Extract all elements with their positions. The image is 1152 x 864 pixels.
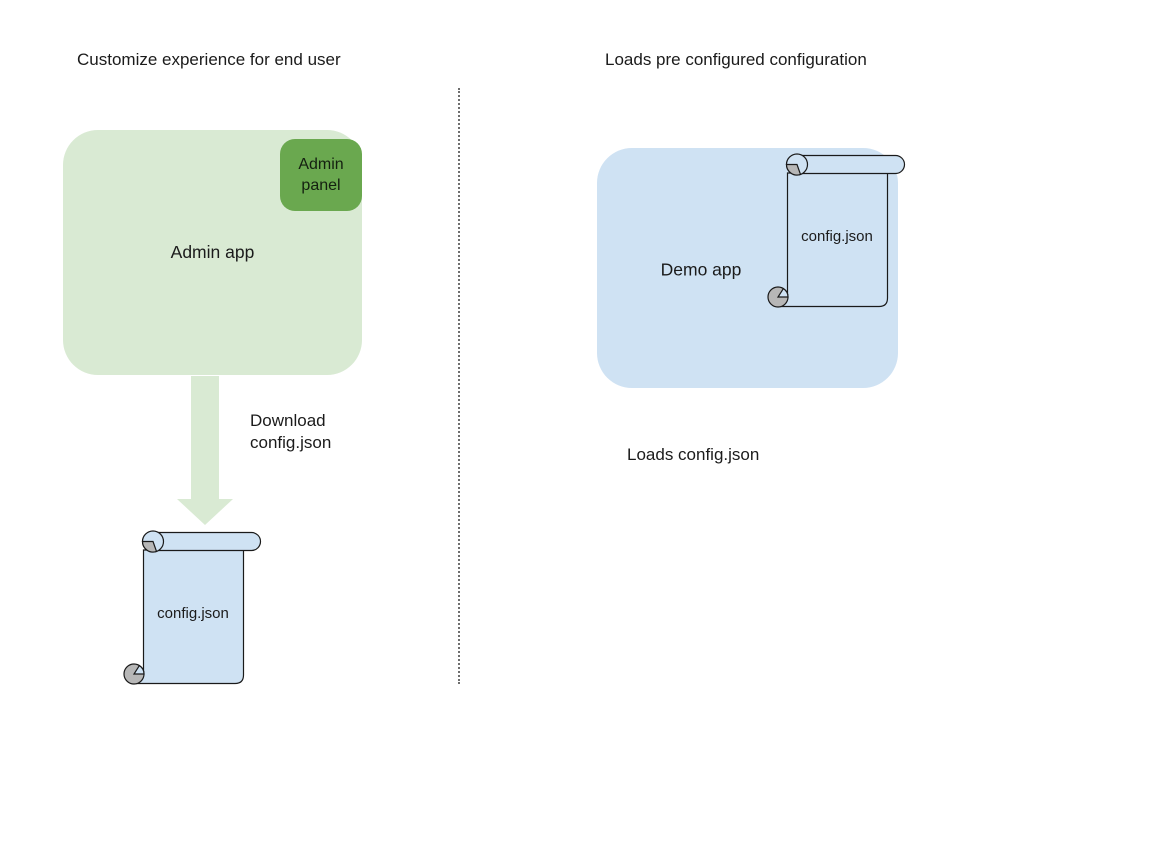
download-caption: Download config.json [250, 410, 331, 454]
config-json-label-right: config.json [801, 228, 873, 245]
admin-app-label: Admin app [170, 242, 255, 262]
right-section-title: Loads pre configured configuration [605, 50, 867, 69]
admin-panel-label: Admin panel [298, 156, 344, 194]
scroll-bottom-curl-notch [132, 664, 145, 675]
left-section-title: Customize experience for end user [77, 50, 341, 69]
admin-panel-box: Admin panel [280, 139, 362, 211]
loads-caption: Loads config.json [627, 445, 760, 464]
config-json-scroll-right: config.json [767, 153, 906, 308]
scroll-top-curl-shade [141, 540, 158, 553]
demo-app-label: Demo app [660, 259, 742, 280]
scroll-bottom-curl-notch [776, 287, 789, 298]
scroll-top-curl-shade [785, 163, 802, 176]
download-arrow-icon [177, 376, 233, 525]
admin-app-box: Admin app Admin panel [63, 130, 362, 375]
config-json-label-left: config.json [157, 605, 229, 622]
section-divider [458, 88, 460, 684]
config-json-scroll-left: config.json [123, 530, 262, 685]
download-caption-line2: config.json [250, 433, 332, 452]
down-arrow-shape [177, 376, 233, 525]
download-caption-line1: Download [250, 411, 326, 430]
